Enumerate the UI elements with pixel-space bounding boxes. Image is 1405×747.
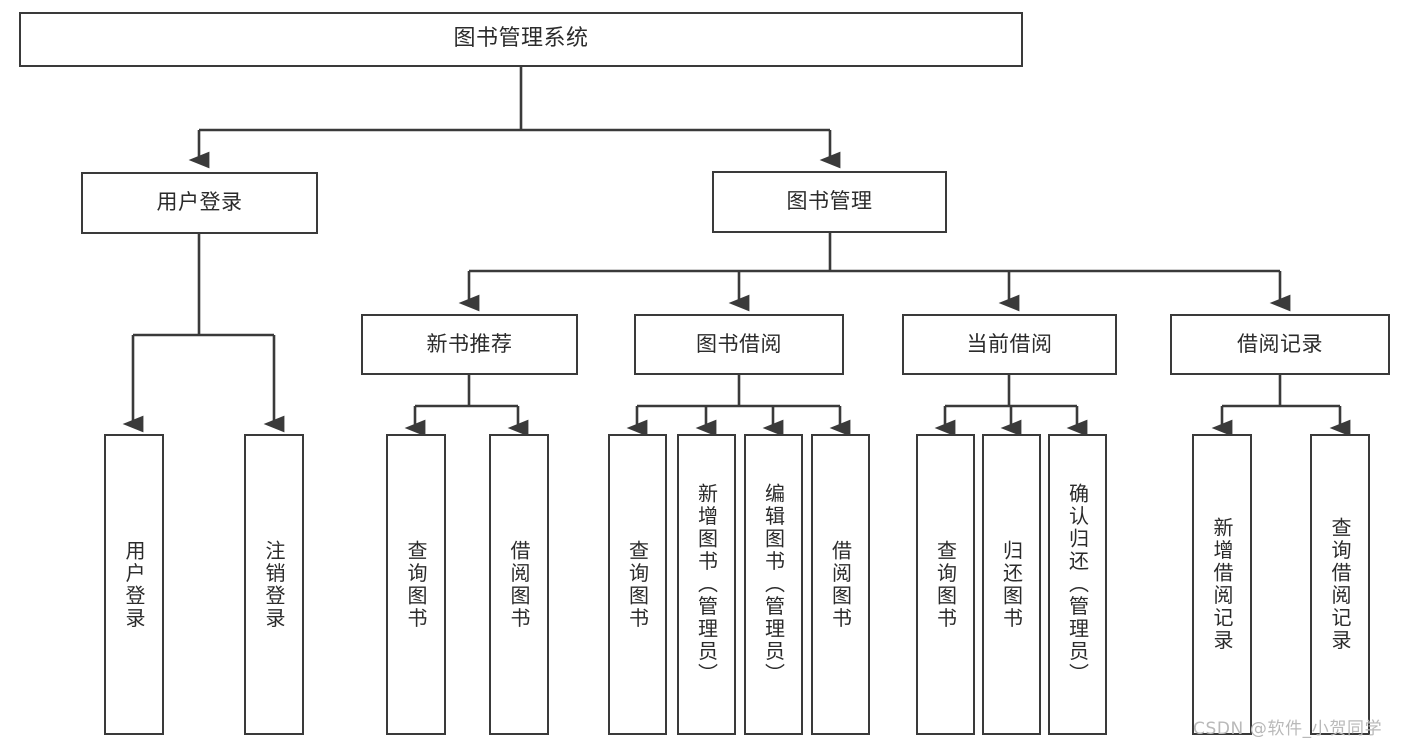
node-root-book-management-system[interactable]: 图书管理系统 [19, 12, 1023, 67]
node-borrow-record[interactable]: 借阅记录 [1170, 314, 1390, 375]
node-book-management-label: 图书管理 [786, 189, 873, 214]
node-leaf-query-record[interactable]: 查询借阅记录 [1310, 434, 1370, 735]
node-leaf-query-book-2[interactable]: 查询图书 [608, 434, 667, 735]
node-leaf-borrow-book-2[interactable]: 借阅图书 [811, 434, 870, 735]
node-leaf-logout-login-label: 注销登录 [262, 539, 286, 630]
node-new-book-recommend-label: 新书推荐 [426, 331, 513, 356]
node-new-book-recommend[interactable]: 新书推荐 [361, 314, 578, 375]
node-leaf-add-book-label: 新增图书（管理员） [694, 483, 719, 686]
node-user-login[interactable]: 用户登录 [81, 172, 318, 234]
node-leaf-edit-book-label: 编辑图书（管理员） [761, 483, 786, 686]
node-root-label: 图书管理系统 [453, 26, 589, 52]
node-leaf-edit-book[interactable]: 编辑图书（管理员） [744, 434, 803, 735]
node-leaf-query-book-3-label: 查询图书 [933, 539, 958, 630]
node-leaf-return-book[interactable]: 归还图书 [982, 434, 1041, 735]
node-leaf-return-book-label: 归还图书 [999, 539, 1024, 630]
node-book-borrow-label: 图书借阅 [696, 331, 782, 356]
node-leaf-query-book-2-label: 查询图书 [625, 539, 650, 630]
node-current-borrow-label: 当前借阅 [966, 331, 1053, 356]
node-leaf-add-record[interactable]: 新增借阅记录 [1192, 434, 1252, 735]
node-borrow-record-label: 借阅记录 [1237, 331, 1323, 356]
node-leaf-borrow-book-1-label: 借阅图书 [507, 539, 531, 630]
node-leaf-logout-login[interactable]: 注销登录 [244, 434, 304, 735]
node-user-login-label: 用户登录 [156, 190, 243, 215]
node-leaf-user-login[interactable]: 用户登录 [104, 434, 164, 735]
node-leaf-query-book-1-label: 查询图书 [404, 539, 428, 630]
node-leaf-confirm-return-label: 确认归还（管理员） [1065, 483, 1090, 686]
node-book-management[interactable]: 图书管理 [712, 171, 947, 233]
node-leaf-query-book-3[interactable]: 查询图书 [916, 434, 975, 735]
node-leaf-query-record-label: 查询借阅记录 [1328, 517, 1352, 652]
node-leaf-borrow-book-1[interactable]: 借阅图书 [489, 434, 549, 735]
node-leaf-add-book[interactable]: 新增图书（管理员） [677, 434, 736, 735]
node-leaf-borrow-book-2-label: 借阅图书 [828, 539, 853, 630]
node-current-borrow[interactable]: 当前借阅 [902, 314, 1117, 375]
node-leaf-confirm-return[interactable]: 确认归还（管理员） [1048, 434, 1107, 735]
node-book-borrow[interactable]: 图书借阅 [634, 314, 844, 375]
node-leaf-user-login-label: 用户登录 [122, 539, 146, 630]
node-leaf-query-book-1[interactable]: 查询图书 [386, 434, 446, 735]
node-leaf-add-record-label: 新增借阅记录 [1210, 517, 1234, 652]
